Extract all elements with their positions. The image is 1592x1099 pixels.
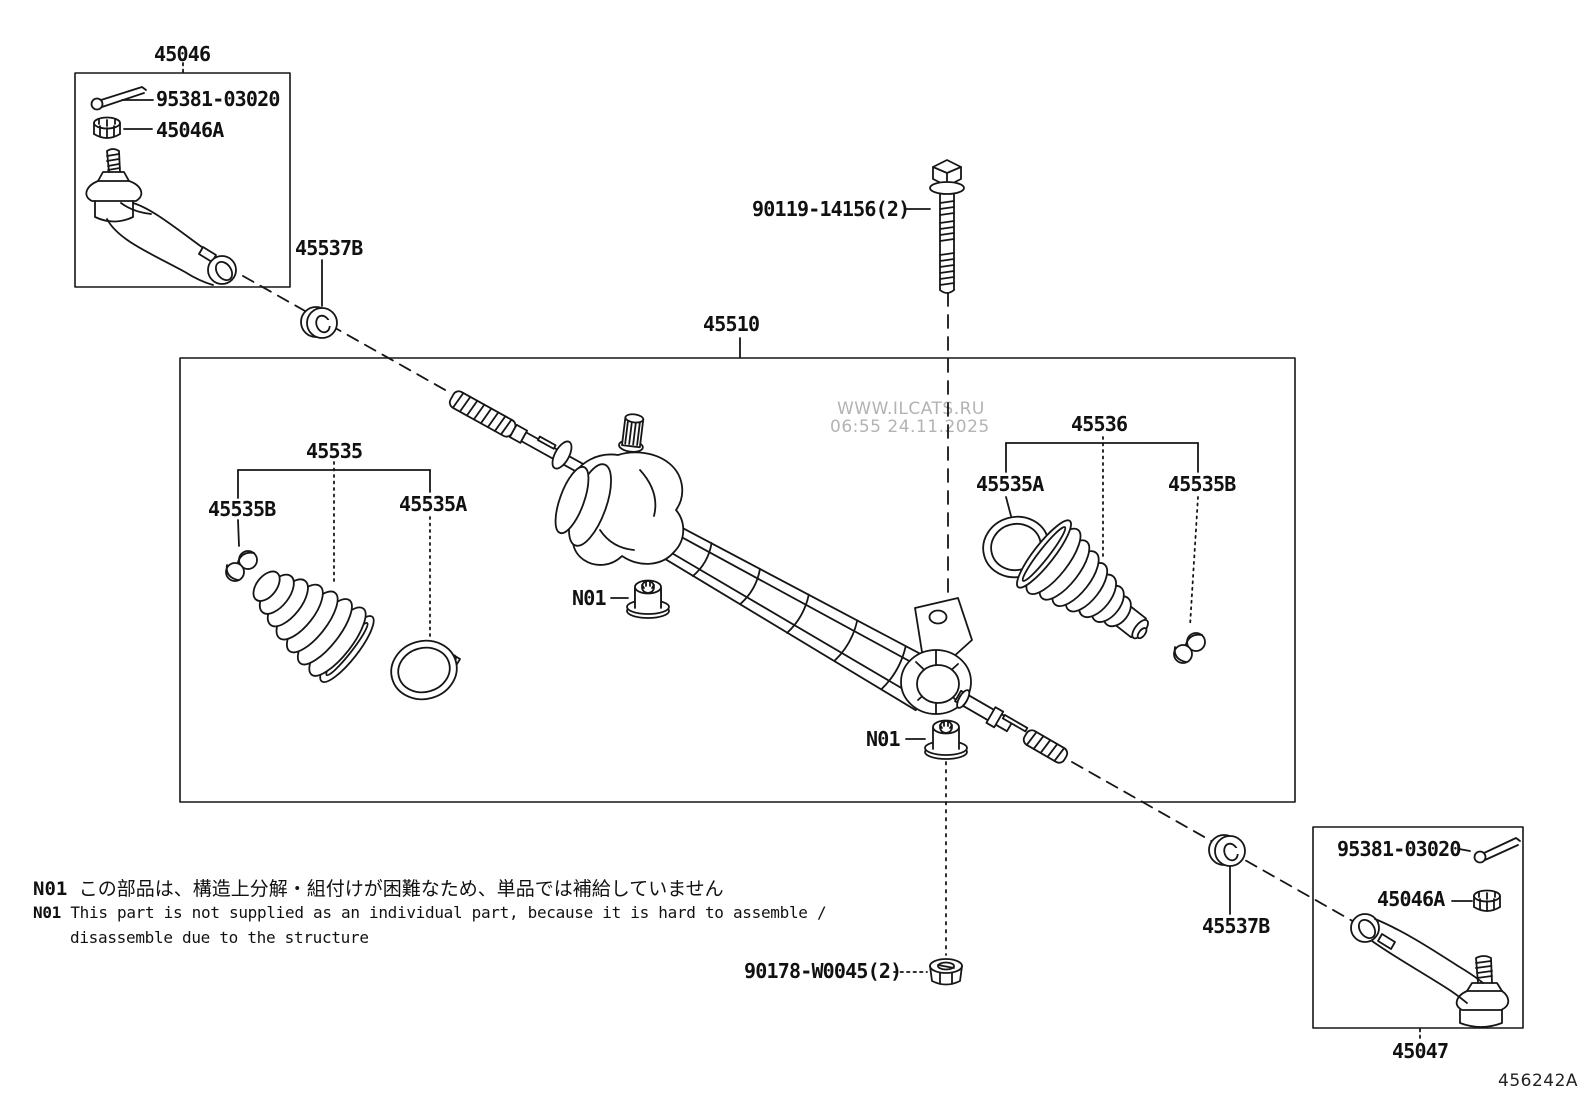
box-tie-rod-left [75,73,290,287]
part-label-45535A-right[interactable]: 45535A [976,472,1044,496]
cotter-pin-icon-2 [1475,838,1521,863]
tie-rod-end-left-drawing [86,87,236,285]
part-label-45046A-top[interactable]: 45046A [156,118,224,142]
part-label-45537B-top[interactable]: 45537B [295,236,363,260]
part-label-95381-03020-top[interactable]: 95381-03020 [156,87,280,111]
part-label-45536[interactable]: 45536 [1071,412,1128,436]
part-label-90178-W0045[interactable]: 90178-W0045(2) [744,959,902,983]
box-steering-gear [180,358,1295,802]
bushing-n01-left [627,581,669,619]
part-label-n01-left[interactable]: N01 [572,586,607,610]
bushing-n01-right [925,721,967,760]
part-label-n01-right[interactable]: N01 [866,727,901,751]
cotter-pin-icon [92,87,147,110]
part-label-45046[interactable]: 45046 [154,42,211,66]
part-label-45047[interactable]: 45047 [1392,1039,1449,1063]
steering-boot-right-drawing [1010,515,1171,667]
note-en-text1: This part is not supplied as an individu… [61,903,827,922]
flange-bolt-drawing [930,160,964,293]
note-en-text2: disassemble due to the structure [70,928,369,947]
note-english-line1: N01 This part is not supplied as an indi… [33,903,827,922]
part-label-45510[interactable]: 45510 [703,312,760,336]
part-label-45537B-bottom[interactable]: 45537B [1202,914,1270,938]
steering-rack-drawing [448,389,1071,767]
watermark-line2: 06:55 24.11.2025 [830,417,990,437]
note-english-line2: disassemble due to the structure [70,928,369,947]
boot-clip-left-drawing [226,551,257,581]
note-en-prefix: N01 [33,903,61,922]
steering-boot-left-drawing [233,547,382,689]
lock-nut-drawing [930,959,962,985]
bushing-45537B-bottom [1209,835,1245,866]
part-label-90119-14156[interactable]: 90119-14156(2) [752,197,910,221]
castle-nut-icon [94,118,120,139]
note-japanese: N01 この部品は、構造上分解・組付けが困難なため、単品では補給していません [33,874,724,901]
boot-clip-right-drawing [1174,633,1205,663]
box-tie-rod-right [1313,827,1523,1028]
note-jp-prefix: N01 [33,878,68,900]
part-label-95381-03020-bottom[interactable]: 95381-03020 [1337,837,1461,861]
leader-lines [122,63,1472,1040]
part-label-45535[interactable]: 45535 [306,439,363,463]
part-label-45535B-right[interactable]: 45535B [1168,472,1236,496]
castle-nut-icon-2 [1474,891,1500,912]
boot-clamp-left-drawing [385,633,464,706]
tie-rod-end-right-drawing [1351,838,1520,1027]
dashed-axis-left [243,276,447,391]
bushing-45537B-top [301,307,337,338]
part-label-45535A-left[interactable]: 45535A [399,492,467,516]
note-jp-text: この部品は、構造上分解・組付けが困難なため、単品では補給していません [67,878,724,900]
part-label-45535B-left[interactable]: 45535B [208,497,276,521]
diagram-number: 456242A [1498,1071,1579,1091]
part-label-45046A-bottom[interactable]: 45046A [1377,887,1445,911]
